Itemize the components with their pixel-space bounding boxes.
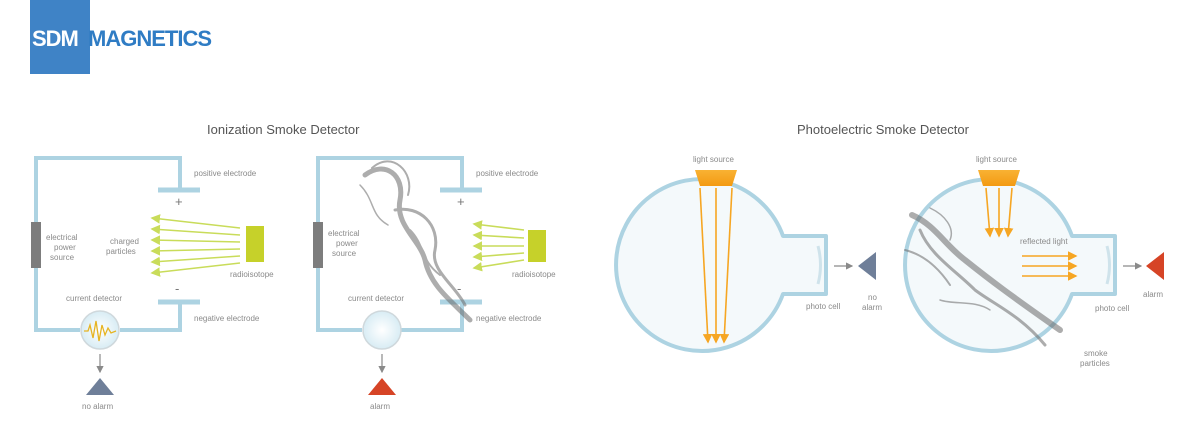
label-reflected-light: reflected light <box>1020 237 1068 246</box>
label-positive-electrode: positive electrode <box>194 169 257 178</box>
sdm-magnetics-logo[interactable]: SDM MAGNETICS <box>30 0 226 74</box>
label-minus: - <box>457 281 461 296</box>
label-power-2: power <box>336 239 358 248</box>
radioisotope-block <box>246 226 264 262</box>
photoelectric-title: Photoelectric Smoke Detector <box>797 122 969 137</box>
label-no: no <box>868 293 877 302</box>
label-photo-cell: photo cell <box>1095 304 1129 313</box>
label-plus: + <box>175 194 183 209</box>
no-alarm-indicator <box>86 378 114 395</box>
photo-cell <box>1105 245 1111 285</box>
smoke-plume <box>904 207 1063 347</box>
label-charged-1: charged <box>110 237 139 246</box>
label-current-detector: current detector <box>66 294 122 303</box>
label-photo-cell: photo cell <box>806 302 840 311</box>
label-negative-electrode: negative electrode <box>476 314 542 323</box>
current-detector-dial <box>80 310 120 350</box>
circuit-frame <box>34 156 182 332</box>
label-particles: particles <box>1080 359 1110 368</box>
charged-particle-arrows <box>472 220 525 272</box>
label-smoke: smoke <box>1084 349 1108 358</box>
alarm-indicator <box>1146 252 1164 280</box>
label-no-alarm: no alarm <box>82 402 113 411</box>
light-source-lamp <box>978 170 1020 186</box>
light-beams <box>984 187 1014 238</box>
label-power-1: electrical <box>46 233 78 242</box>
reflected-light-beams <box>1022 251 1078 281</box>
ionization-title: Ionization Smoke Detector <box>207 122 360 137</box>
photoelectric-panel-no-alarm: light source photo cell no alarm <box>614 155 882 353</box>
label-light-source: light source <box>693 155 734 164</box>
label-power-2: power <box>54 243 76 252</box>
detector-chamber <box>614 177 828 353</box>
power-source-bar <box>31 222 41 268</box>
light-beams <box>699 187 733 344</box>
power-source-bar <box>313 222 323 268</box>
logo-text-magnetics: MAGNETICS <box>88 26 212 51</box>
current-signal-wave <box>84 320 117 342</box>
alarm-indicator <box>368 378 396 395</box>
label-radioisotope: radioisotope <box>230 270 274 279</box>
label-alarm: alarm <box>370 402 390 411</box>
label-alarm: alarm <box>1143 290 1163 299</box>
charged-particle-arrows <box>150 214 241 277</box>
ionization-panel-alarm: positive electrode negative electrode + … <box>313 156 556 411</box>
radioisotope-block <box>528 230 546 262</box>
smoke-plume <box>359 160 473 323</box>
photoelectric-panel-alarm: light source reflected light photo cell … <box>903 155 1164 368</box>
label-plus: + <box>457 194 465 209</box>
light-source-lamp <box>695 170 737 186</box>
current-detector-dial <box>362 310 402 350</box>
label-positive-electrode: positive electrode <box>476 169 539 178</box>
ionization-panel-no-alarm: positive electrode negative electrode + … <box>31 156 274 411</box>
logo-blue-block <box>30 0 90 74</box>
no-alarm-indicator <box>858 252 876 280</box>
photo-cell <box>816 245 822 285</box>
label-power-1: electrical <box>328 229 360 238</box>
logo-text-sdm: SDM <box>32 26 79 51</box>
label-current-detector: current detector <box>348 294 404 303</box>
label-power-3: source <box>332 249 357 258</box>
label-charged-2: particles <box>106 247 136 256</box>
label-negative-electrode: negative electrode <box>194 314 260 323</box>
label-light-source: light source <box>976 155 1017 164</box>
label-power-3: source <box>50 253 75 262</box>
label-minus: - <box>175 281 179 296</box>
label-radioisotope: radioisotope <box>512 270 556 279</box>
label-alarm: alarm <box>862 303 882 312</box>
